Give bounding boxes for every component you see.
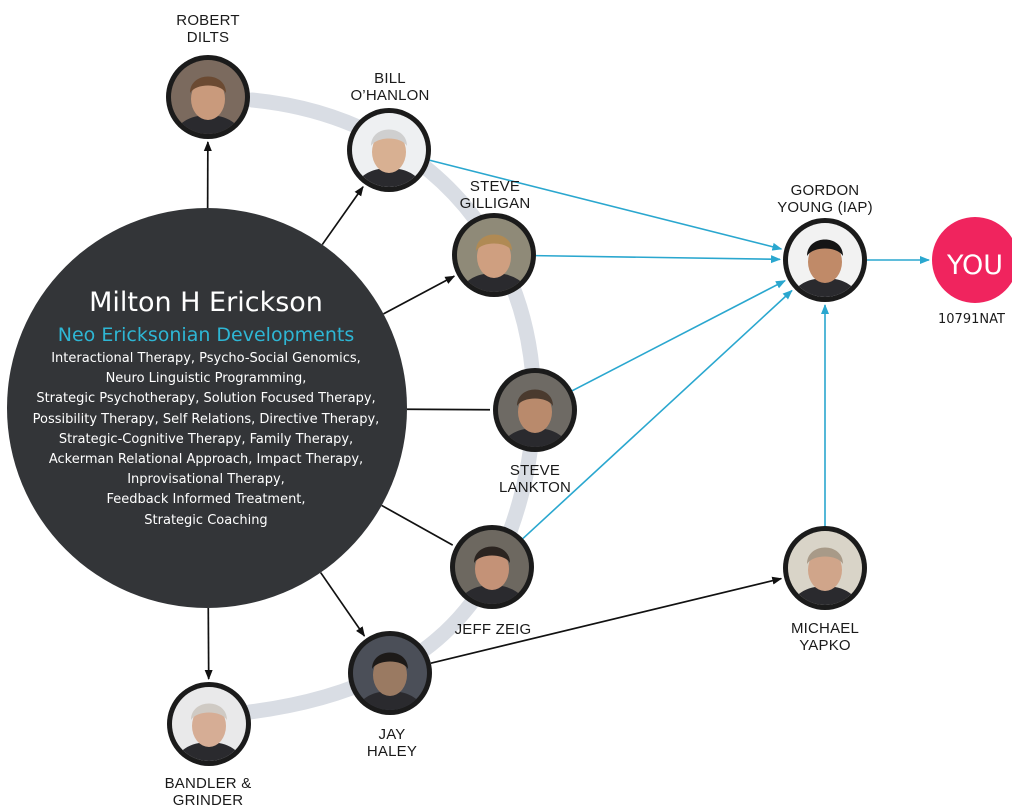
therapy-line: Neuro Linguistic Programming, [8, 369, 404, 389]
edge-hub-to-haley [321, 573, 365, 636]
portrait-bandler-grinder[interactable] [167, 682, 251, 786]
therapy-line: Ackerman Relational Approach, Impact The… [8, 450, 404, 470]
therapy-line: Interactional Therapy, Psycho-Social Gen… [8, 349, 404, 369]
you-label: YOU [934, 250, 1012, 281]
hub-subtitle: Neo Ericksonian Developments [8, 322, 404, 348]
edge-gilligan-to-young [536, 256, 780, 260]
therapy-line: Inprovisational Therapy, [8, 470, 404, 490]
therapy-line: Strategic Psychotherapy, Solution Focuse… [8, 389, 404, 409]
portrait-jay-haley[interactable] [348, 631, 432, 735]
label-jeff-zeig: JEFF ZEIG [448, 621, 538, 638]
portrait-michael-yapko[interactable] [783, 526, 867, 630]
you-code: 10791NAT [938, 312, 1005, 327]
label-bandler-grinder: BANDLER &GRINDER [158, 775, 258, 809]
therapy-line: Strategic Coaching [8, 511, 404, 531]
edge-lankton-to-young [572, 281, 785, 391]
hub-text: Milton H Erickson Neo Ericksonian Develo… [8, 286, 404, 531]
portrait-bill-ohanlon[interactable] [347, 108, 431, 212]
hub-title: Milton H Erickson [8, 286, 404, 320]
edge-hub-to-lankton [407, 409, 490, 410]
therapy-line: Strategic-Cognitive Therapy, Family Ther… [8, 430, 404, 450]
therapy-list: Interactional Therapy, Psycho-Social Gen… [8, 349, 404, 531]
edge-hub-to-ohanlon [322, 187, 363, 245]
therapy-line: Possibility Therapy, Self Relations, Dir… [8, 410, 404, 430]
therapy-line: Feedback Informed Treatment, [8, 490, 404, 510]
